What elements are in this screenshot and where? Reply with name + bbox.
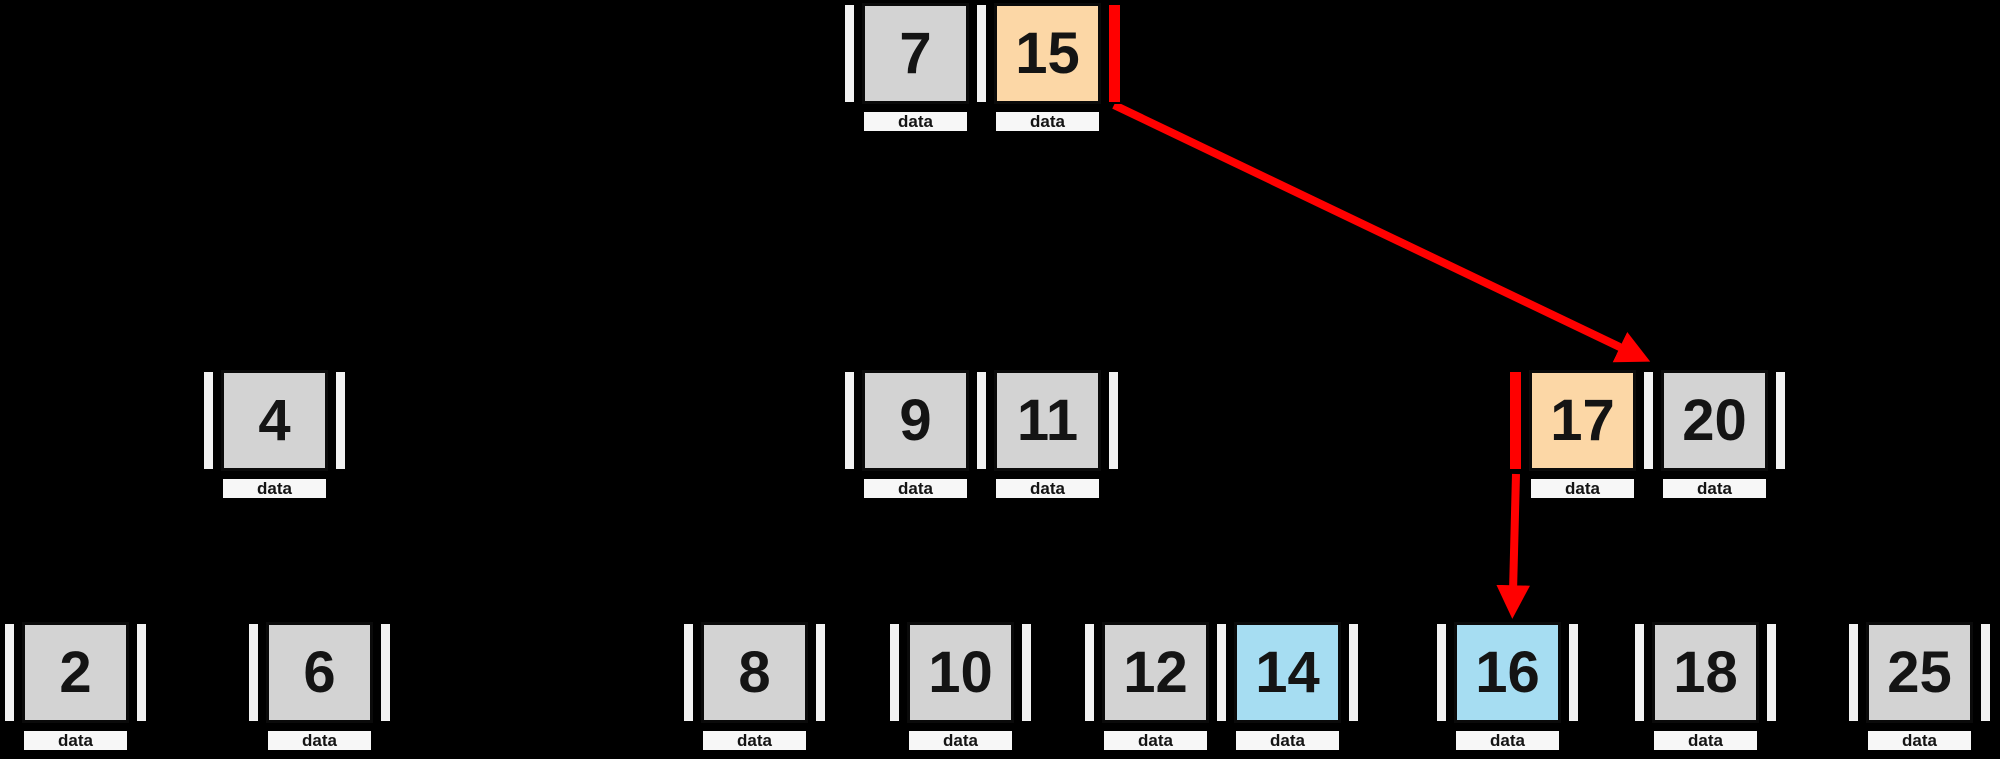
data-pointer-label: data: [1234, 729, 1341, 752]
node-12-14: 12 14 data data: [1083, 622, 1360, 752]
node-6: 6 data: [247, 622, 392, 752]
data-pointer-label: data: [701, 729, 808, 752]
data-pointer-label: data: [907, 729, 1014, 752]
data-pointer-label: data: [1529, 477, 1636, 500]
child-pointer-bar: [135, 622, 148, 723]
data-pointer-label: data: [1652, 729, 1759, 752]
node-18: 18 data: [1633, 622, 1778, 752]
child-pointer-bar: [1107, 370, 1120, 471]
child-pointer-bar: [1567, 622, 1580, 723]
key-cell-7: 7: [862, 3, 969, 104]
followed-pointer-bar: [1508, 370, 1523, 471]
node-root: 7 15 data data: [843, 3, 1122, 133]
child-pointer-bar: [1979, 622, 1992, 723]
node-25: 25 data: [1847, 622, 1992, 752]
node-17-20: 17 20 data data: [1508, 370, 1787, 500]
key-cell-9: 9: [862, 370, 969, 471]
child-pointer-bar: [247, 622, 260, 723]
node-9-11: 9 11 data data: [843, 370, 1120, 500]
key-cell-15: 15: [994, 3, 1101, 104]
data-pointer-label: data: [1866, 729, 1973, 752]
child-pointer-bar: [1774, 370, 1787, 471]
key-cell-2: 2: [22, 622, 129, 723]
node-10: 10 data: [888, 622, 1033, 752]
child-pointer-bar: [1765, 622, 1778, 723]
data-pointer-label: data: [994, 477, 1101, 500]
child-pointer-bar: [1020, 622, 1033, 723]
key-cell-6: 6: [266, 622, 373, 723]
child-pointer-bar: [682, 622, 695, 723]
arrow-root-to-node-17-20: [1112, 101, 1651, 363]
child-pointer-bar: [975, 3, 988, 104]
key-cell-10: 10: [907, 622, 1014, 723]
key-cell-14: 14: [1234, 622, 1341, 723]
data-pointer-label: data: [862, 110, 969, 133]
key-cell-12: 12: [1102, 622, 1209, 723]
child-pointer-bar: [379, 622, 392, 723]
key-cell-25: 25: [1866, 622, 1973, 723]
child-pointer-bar: [1435, 622, 1448, 723]
key-cell-17: 17: [1529, 370, 1636, 471]
node-2: 2 data: [3, 622, 148, 752]
data-pointer-label: data: [221, 477, 328, 500]
key-cell-16: 16: [1454, 622, 1561, 723]
data-pointer-label: data: [1102, 729, 1209, 752]
child-pointer-bar: [814, 622, 827, 723]
data-pointer-label: data: [1661, 477, 1768, 500]
key-cell-4: 4: [221, 370, 328, 471]
child-pointer-bar: [1215, 622, 1228, 723]
child-pointer-bar: [1633, 622, 1646, 723]
key-cell-11: 11: [994, 370, 1101, 471]
child-pointer-bar: [1347, 622, 1360, 723]
child-pointer-bar: [3, 622, 16, 723]
child-pointer-bar: [202, 370, 215, 471]
arrow-node-17-20-to-leaf-16: [1496, 473, 1530, 619]
child-pointer-bar: [1847, 622, 1860, 723]
node-8: 8 data: [682, 622, 827, 752]
node-4: 4 data: [202, 370, 347, 500]
key-cell-18: 18: [1652, 622, 1759, 723]
data-pointer-label: data: [862, 477, 969, 500]
data-pointer-label: data: [266, 729, 373, 752]
followed-pointer-bar: [1107, 3, 1122, 104]
child-pointer-bar: [1642, 370, 1655, 471]
child-pointer-bar: [975, 370, 988, 471]
key-cell-8: 8: [701, 622, 808, 723]
child-pointer-bar: [1083, 622, 1096, 723]
key-cell-20: 20: [1661, 370, 1768, 471]
data-pointer-label: data: [22, 729, 129, 752]
data-pointer-label: data: [994, 110, 1101, 133]
child-pointer-bar: [843, 370, 856, 471]
child-pointer-bar: [843, 3, 856, 104]
child-pointer-bar: [888, 622, 901, 723]
child-pointer-bar: [334, 370, 347, 471]
data-pointer-label: data: [1454, 729, 1561, 752]
node-16: 16 data: [1435, 622, 1580, 752]
